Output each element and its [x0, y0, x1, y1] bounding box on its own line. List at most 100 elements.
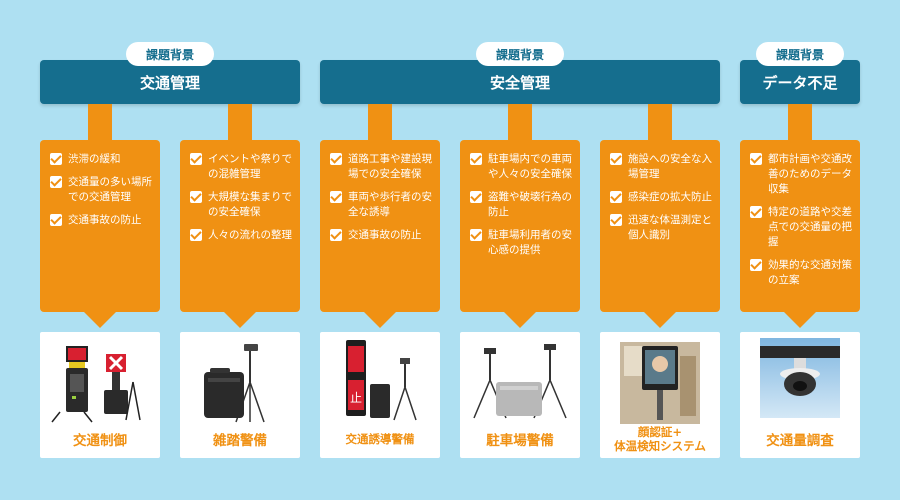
checkbox-icon — [190, 153, 202, 165]
issue-item: 施設への安全な入場管理 — [610, 152, 712, 182]
issue-card: 渋滞の緩和 交通量の多い場所での交通管理 交通事故の防止 — [40, 140, 160, 312]
issue-card: 駐車場内での車両や人々の安全確保 盗難や破壊行為の防止 駐車場利用者の安心感の提… — [460, 140, 580, 312]
issue-text: 駐車場内での車両や人々の安全確保 — [488, 153, 572, 180]
issue-item: イベントや祭りでの混雑管理 — [190, 152, 292, 182]
issue-text: 交通事故の防止 — [348, 229, 422, 241]
checkbox-icon — [50, 176, 62, 188]
checkbox-icon — [470, 229, 482, 241]
product-card-guidance-security: 止 交通誘導警備 — [320, 332, 440, 458]
issue-card: 道路工事や建設現場での安全確保 車両や歩行者の安全な誘導 交通事故の防止 — [320, 140, 440, 312]
product-card-face-temperature: 顔認証+ 体温検知システム — [600, 332, 720, 458]
issue-text: 特定の道路や交差点での交通量の把握 — [768, 206, 852, 248]
issue-item: 迅速な体温測定と個人識別 — [610, 213, 712, 243]
checkbox-icon — [610, 153, 622, 165]
checkbox-icon — [330, 153, 342, 165]
product-card-parking-security: 駐車場警備 — [460, 332, 580, 458]
issue-text: 渋滞の緩和 — [68, 153, 121, 165]
issue-item: 道路工事や建設現場での安全確保 — [330, 152, 432, 182]
issue-text: イベントや祭りでの混雑管理 — [208, 153, 292, 180]
product-card-crowd-security: 雑踏警備 — [180, 332, 300, 458]
group-header-safety: 安全管理 — [320, 60, 720, 104]
tag-label: 課題背景 — [495, 47, 544, 62]
issue-text: 人々の流れの整理 — [208, 229, 292, 241]
issue-text: 都市計画や交通改善のためのデータ収集 — [768, 153, 852, 195]
camera-tripod-case-icon — [204, 344, 265, 423]
product-label: 顔認証+ 体温検知システム — [614, 425, 706, 453]
connector — [368, 104, 392, 140]
issue-text: 交通量の多い場所での交通管理 — [68, 176, 152, 203]
arrow-down-icon — [784, 312, 816, 328]
arrow-down-icon — [364, 312, 396, 328]
issue-text: 道路工事や建設現場での安全確保 — [348, 153, 432, 180]
issue-item: 交通量の多い場所での交通管理 — [50, 175, 152, 205]
checkbox-icon — [470, 191, 482, 203]
issue-text: 大規模な集まりでの安全確保 — [208, 191, 292, 218]
arrow-down-icon — [84, 312, 116, 328]
issue-card: イベントや祭りでの混雑管理 大規模な集まりでの安全確保 人々の流れの整理 — [180, 140, 300, 312]
issue-text: 迅速な体温測定と個人識別 — [628, 214, 712, 241]
traffic-control-sign-icon — [51, 346, 141, 423]
issue-item: 渋滞の緩和 — [50, 152, 152, 167]
checkbox-icon — [470, 153, 482, 165]
guidance-sign-icon: 止 — [346, 340, 417, 421]
issue-card: 施設への安全な入場管理 感染症の拡大防止 迅速な体温測定と個人識別 — [600, 140, 720, 312]
issue-item: 車両や歩行者の安全な誘導 — [330, 190, 432, 220]
checkbox-icon — [190, 191, 202, 203]
checkbox-icon — [50, 153, 62, 165]
tag-label: 課題背景 — [145, 47, 194, 62]
group-tag-traffic: 課題背景 — [126, 42, 214, 66]
dual-camera-tripod-icon — [473, 344, 567, 419]
svg-text:止: 止 — [350, 391, 362, 405]
issue-text: 盗難や破壊行為の防止 — [488, 191, 572, 218]
product-label: 交通制御 — [73, 432, 127, 449]
checkbox-icon — [50, 214, 62, 226]
issue-text: 車両や歩行者の安全な誘導 — [348, 191, 432, 218]
issue-text: 施設への安全な入場管理 — [628, 153, 712, 180]
group-header-data: データ不足 — [740, 60, 860, 104]
issue-text: 効果的な交通対策の立案 — [768, 259, 852, 286]
checkbox-icon — [750, 259, 762, 271]
issue-text: 感染症の拡大防止 — [628, 191, 712, 203]
issue-text: 交通事故の防止 — [68, 214, 142, 226]
product-label: 交通誘導警備 — [345, 432, 415, 446]
checkbox-icon — [750, 206, 762, 218]
checkbox-icon — [330, 229, 342, 241]
group-header-traffic: 交通管理 — [40, 60, 300, 104]
arrow-down-icon — [224, 312, 256, 328]
connector — [228, 104, 252, 140]
issue-item: 大規模な集まりでの安全確保 — [190, 190, 292, 220]
product-label: 雑踏警備 — [213, 432, 267, 449]
issue-item: 交通事故の防止 — [330, 228, 432, 243]
checkbox-icon — [330, 191, 342, 203]
group-title: 安全管理 — [489, 73, 550, 92]
face-recognition-terminal-icon — [620, 342, 700, 424]
connector — [648, 104, 672, 140]
group-title: 交通管理 — [139, 73, 200, 92]
issue-item: 交通事故の防止 — [50, 213, 152, 228]
connector — [508, 104, 532, 140]
issue-item: 特定の道路や交差点での交通量の把握 — [750, 205, 852, 250]
dome-camera-icon — [760, 338, 840, 418]
group-tag-safety: 課題背景 — [476, 42, 564, 66]
issue-text: 駐車場利用者の安心感の提供 — [488, 229, 572, 256]
checkbox-icon — [610, 191, 622, 203]
issue-item: 都市計画や交通改善のためのデータ収集 — [750, 152, 852, 197]
group-title: データ不足 — [762, 73, 838, 92]
checkbox-icon — [190, 229, 202, 241]
issue-item: 効果的な交通対策の立案 — [750, 258, 852, 288]
connector — [88, 104, 112, 140]
issue-item: 盗難や破壊行為の防止 — [470, 190, 572, 220]
issue-item: 駐車場内での車両や人々の安全確保 — [470, 152, 572, 182]
issue-card: 都市計画や交通改善のためのデータ収集 特定の道路や交差点での交通量の把握 効果的… — [740, 140, 860, 312]
product-card-traffic-survey: 交通量調査 — [740, 332, 860, 458]
arrow-down-icon — [644, 312, 676, 328]
issue-item: 感染症の拡大防止 — [610, 190, 712, 205]
checkbox-icon — [610, 214, 622, 226]
tag-label: 課題背景 — [775, 47, 824, 62]
checkbox-icon — [750, 153, 762, 165]
product-label: 駐車場警備 — [486, 432, 554, 449]
issue-item: 人々の流れの整理 — [190, 228, 292, 243]
issue-item: 駐車場利用者の安心感の提供 — [470, 228, 572, 258]
product-label: 交通量調査 — [766, 432, 834, 449]
product-card-traffic-control: 交通制御 — [40, 332, 160, 458]
